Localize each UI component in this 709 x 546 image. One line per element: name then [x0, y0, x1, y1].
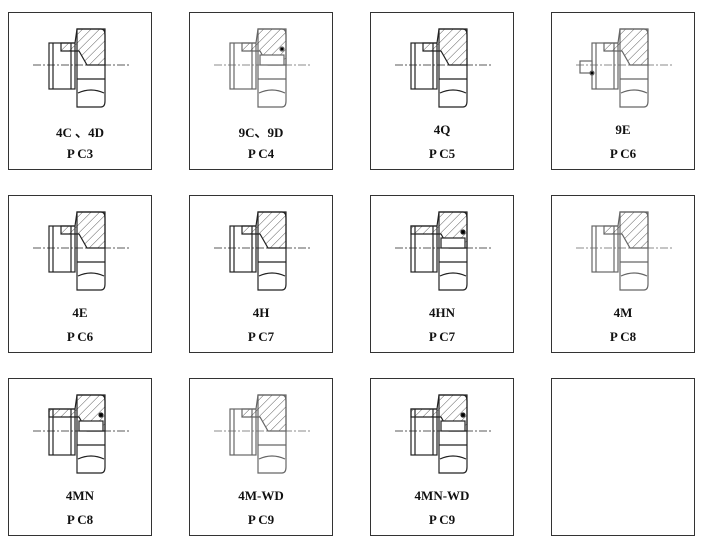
fitting-code: 9E: [615, 122, 631, 137]
fitting-drawing: [395, 394, 491, 474]
fitting-code: 4M: [613, 305, 633, 320]
fitting-code: 4MN-WD: [414, 488, 470, 503]
fitting-drawing: [395, 28, 491, 108]
page-reference: P C4: [247, 146, 275, 161]
fitting-cell: 4H P C7: [189, 195, 333, 353]
page-reference: P C3: [66, 146, 94, 161]
page-reference: P C7: [428, 329, 456, 344]
page-reference: P C8: [66, 512, 94, 527]
page-reference: P C9: [247, 512, 275, 527]
fitting-cell: 4C 、4D P C3: [8, 12, 152, 170]
fitting-drawing: [214, 211, 310, 291]
empty-cell: [551, 378, 695, 536]
fitting-code: 4M-WD: [238, 488, 284, 503]
fitting-code: 4MN: [65, 488, 95, 503]
fitting-drawing: [33, 211, 129, 291]
fitting-drawing: [395, 211, 491, 291]
fitting-code: 4H: [252, 305, 270, 320]
fitting-code: 4Q: [433, 122, 451, 137]
fitting-code: 4HN: [429, 305, 455, 320]
fitting-drawing: [214, 28, 310, 108]
fitting-drawing: [33, 28, 129, 108]
fitting-cell: 4MN P C8: [8, 378, 152, 536]
fitting-drawing: [33, 394, 129, 474]
page-reference: P C6: [66, 329, 94, 344]
fitting-cell: 4Q P C5: [370, 12, 514, 170]
fitting-cell: 9E P C6: [551, 12, 695, 170]
page-reference: P C5: [428, 146, 456, 161]
fitting-cell: 4M P C8: [551, 195, 695, 353]
page-reference: P C6: [609, 146, 637, 161]
fitting-cell: 9C、9D P C4: [189, 12, 333, 170]
fitting-drawing: [214, 394, 310, 474]
fitting-cell: 4MN-WD P C9: [370, 378, 514, 536]
fitting-code: 9C、9D: [238, 125, 284, 140]
fitting-drawing: [576, 211, 672, 291]
page-reference: P C8: [609, 329, 637, 344]
page-reference: P C9: [428, 512, 456, 527]
fitting-cell: 4M-WD P C9: [189, 378, 333, 536]
fitting-cell: 4E P C6: [8, 195, 152, 353]
page-reference: P C7: [247, 329, 275, 344]
fitting-drawing: [576, 28, 672, 108]
fitting-code: 4C 、4D: [55, 125, 105, 140]
fitting-cell: 4HN P C7: [370, 195, 514, 353]
fitting-code: 4E: [72, 305, 88, 320]
